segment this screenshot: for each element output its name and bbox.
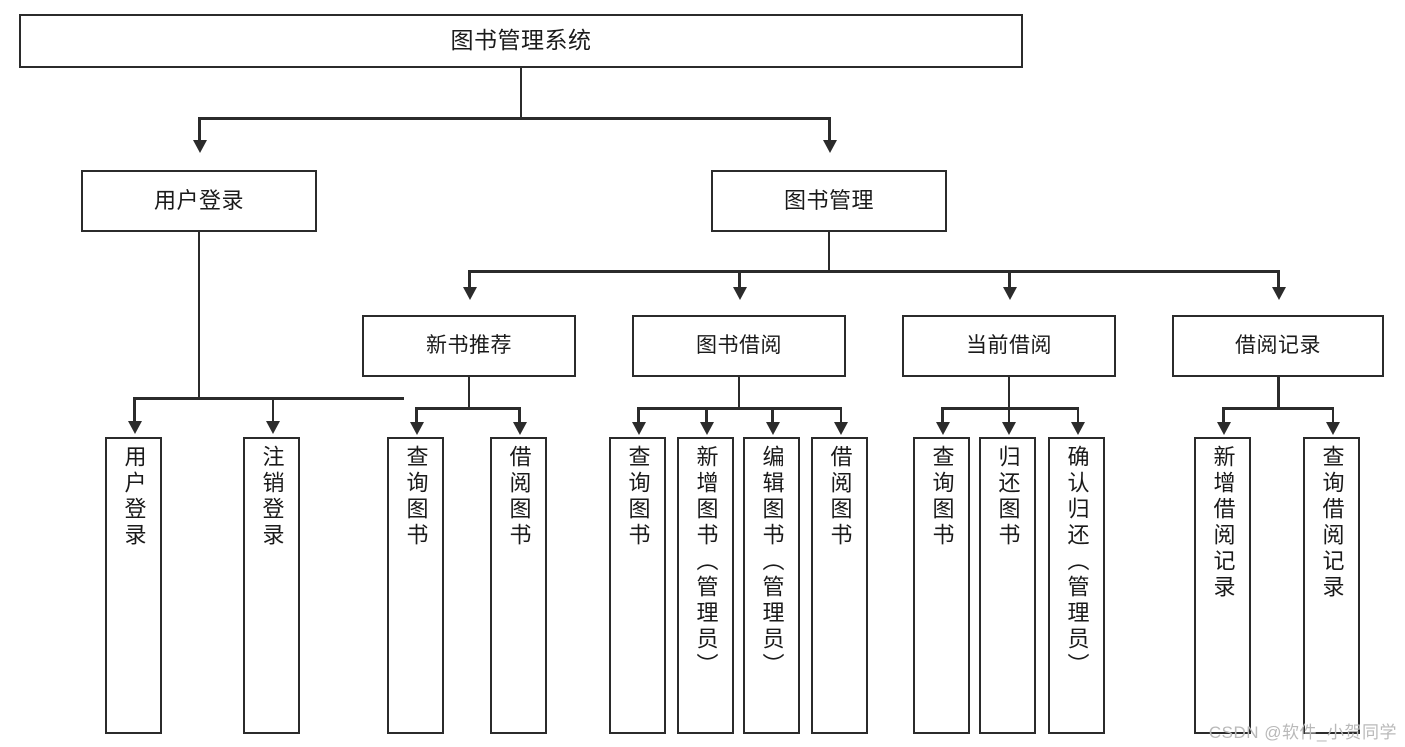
connector-userlogin-stem xyxy=(197,232,200,399)
leaf-query-record[interactable]: 查询借阅记录 xyxy=(1303,437,1360,734)
watermark-text: CSDN @软件_小贺同学 xyxy=(1208,723,1397,742)
arrow-to-leaf-query-book-1 xyxy=(409,422,424,435)
arrow-to-leaf-edit-book xyxy=(765,422,780,435)
connector-borrowrecord-drop-1 xyxy=(1222,407,1225,424)
node-label: 借阅记录 xyxy=(1235,333,1321,357)
node-root-system[interactable]: 图书管理系统 xyxy=(19,14,1023,68)
leaf-logout-login[interactable]: 注销登录 xyxy=(243,437,300,734)
connector-root-drop-right xyxy=(828,117,831,142)
node-new-book-recommend[interactable]: 新书推荐 xyxy=(362,315,576,377)
connector-bookborrow-drop-3 xyxy=(771,407,774,424)
connector-newbook-drop-2 xyxy=(518,407,521,424)
node-label: 用户登录 xyxy=(153,188,244,214)
arrow-to-borrow-record xyxy=(1271,287,1286,300)
connector-currentborrow-drop-3 xyxy=(1076,407,1079,424)
connector-borrowrecord-drop-2 xyxy=(1331,407,1334,424)
connector-userlogin-bus xyxy=(133,397,404,400)
connector-bookmgmt-drop-2 xyxy=(738,270,741,289)
connector-currentborrow-bus xyxy=(941,407,1079,410)
connector-borrowrecord-stem xyxy=(1277,377,1280,409)
leaf-return-book[interactable]: 归还图书 xyxy=(979,437,1036,734)
connector-bookborrow-bus xyxy=(637,407,842,410)
connector-bookborrow-stem xyxy=(737,377,740,409)
node-label: 新增借阅记录 xyxy=(1210,445,1236,601)
arrow-to-leaf-add-book xyxy=(699,422,714,435)
arrow-to-leaf-query-record xyxy=(1326,422,1340,435)
connector-root-stem xyxy=(519,68,522,119)
leaf-user-login[interactable]: 用户登录 xyxy=(105,437,162,734)
node-label: 图书借阅 xyxy=(696,333,782,357)
arrow-to-user-login xyxy=(192,140,207,153)
connector-bookmgmt-stem xyxy=(827,232,830,272)
arrow-to-leaf-borrow-book-1 xyxy=(512,422,527,435)
leaf-borrow-book-1[interactable]: 借阅图书 xyxy=(490,437,547,734)
connector-userlogin-drop-1 xyxy=(133,397,136,423)
leaf-query-book-2[interactable]: 查询图书 xyxy=(609,437,666,734)
connector-bookmgmt-drop-3 xyxy=(1008,270,1011,289)
node-label: 图书管理系统 xyxy=(450,27,592,54)
arrow-to-leaf-borrow-book-2 xyxy=(834,422,848,435)
arrow-to-leaf-logout-login xyxy=(266,421,280,434)
connector-currentborrow-stem xyxy=(1007,377,1010,409)
arrow-to-book-management xyxy=(822,140,837,153)
node-book-management[interactable]: 图书管理 xyxy=(711,170,947,232)
leaf-query-book-1[interactable]: 查询图书 xyxy=(387,437,444,734)
node-borrow-record[interactable]: 借阅记录 xyxy=(1172,315,1384,377)
connector-root-bus xyxy=(198,117,830,120)
node-label: 借阅图书 xyxy=(506,445,532,549)
arrow-to-leaf-confirm-return xyxy=(1071,422,1085,435)
arrow-to-leaf-return-book xyxy=(1002,422,1016,435)
arrow-to-leaf-add-record xyxy=(1216,422,1231,435)
node-label: 归还图书 xyxy=(995,445,1021,549)
arrow-to-leaf-query-book-2 xyxy=(631,422,646,435)
node-label: 借阅图书 xyxy=(827,445,853,549)
arrow-to-book-borrow xyxy=(732,287,747,300)
connector-bookborrow-drop-1 xyxy=(637,407,640,424)
arrow-to-current-borrow xyxy=(1002,287,1017,300)
node-label: 查询图书 xyxy=(929,445,955,549)
connector-root-drop-left xyxy=(198,117,201,142)
leaf-add-book[interactable]: 新增图书（管理员） xyxy=(677,437,734,734)
node-user-login[interactable]: 用户登录 xyxy=(81,170,317,232)
arrow-to-leaf-user-login xyxy=(127,421,142,434)
node-label: 用户登录 xyxy=(121,445,147,549)
node-book-borrow[interactable]: 图书借阅 xyxy=(632,315,846,377)
node-label: 查询图书 xyxy=(403,445,429,549)
node-label: 图书管理 xyxy=(783,188,874,214)
connector-bookmgmt-drop-4 xyxy=(1277,270,1280,289)
leaf-confirm-return[interactable]: 确认归还（管理员） xyxy=(1048,437,1105,734)
leaf-add-record[interactable]: 新增借阅记录 xyxy=(1194,437,1251,734)
leaf-borrow-book-2[interactable]: 借阅图书 xyxy=(811,437,868,734)
connector-currentborrow-drop-1 xyxy=(941,407,944,424)
connector-borrowrecord-bus xyxy=(1222,407,1334,410)
leaf-edit-book[interactable]: 编辑图书（管理员） xyxy=(743,437,800,734)
connector-bookborrow-drop-2 xyxy=(705,407,708,424)
connector-bookmgmt-bus xyxy=(468,270,1279,273)
connector-bookborrow-drop-4 xyxy=(839,407,842,424)
node-label: 查询借阅记录 xyxy=(1319,445,1345,601)
connector-currentborrow-drop-2 xyxy=(1007,407,1010,424)
node-label: 新书推荐 xyxy=(426,333,512,357)
connector-newbook-drop-1 xyxy=(415,407,418,424)
leaf-query-book-3[interactable]: 查询图书 xyxy=(913,437,970,734)
arrow-to-leaf-query-book-3 xyxy=(935,422,950,435)
connector-userlogin-drop-2 xyxy=(271,397,274,423)
arrow-to-new-book-recommend xyxy=(462,287,477,300)
node-label: 当前借阅 xyxy=(966,333,1052,357)
node-label: 确认归还（管理员） xyxy=(1064,445,1090,679)
node-label: 编辑图书（管理员） xyxy=(759,445,785,679)
connector-bookmgmt-drop-1 xyxy=(468,270,471,289)
node-current-borrow[interactable]: 当前借阅 xyxy=(902,315,1116,377)
node-label: 查询图书 xyxy=(625,445,651,549)
node-label: 注销登录 xyxy=(259,445,285,549)
connector-newbook-stem xyxy=(467,377,470,409)
connector-newbook-bus xyxy=(415,407,520,410)
node-label: 新增图书（管理员） xyxy=(693,445,719,679)
